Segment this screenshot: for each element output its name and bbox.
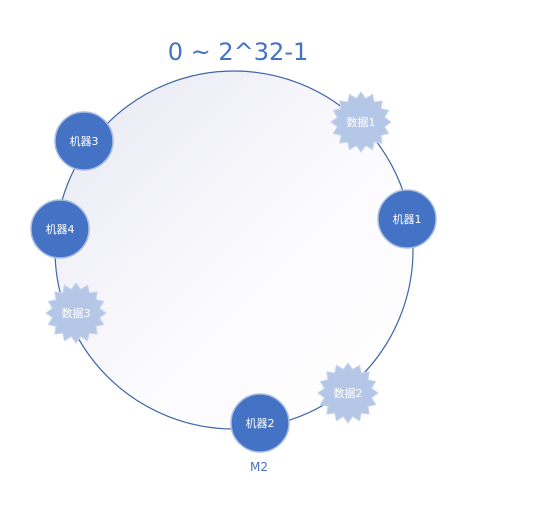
- machine-node-m2: [230, 393, 290, 453]
- data-node-d3: [45, 282, 107, 344]
- data-node-d1: [330, 91, 392, 153]
- machine-node-m1: [377, 189, 437, 249]
- machine-node-m3: [54, 111, 114, 171]
- ring-range-title: 0 ~ 2^32-1: [167, 38, 309, 66]
- machine-node-m4: [30, 199, 90, 259]
- data-node-d2: [317, 362, 379, 424]
